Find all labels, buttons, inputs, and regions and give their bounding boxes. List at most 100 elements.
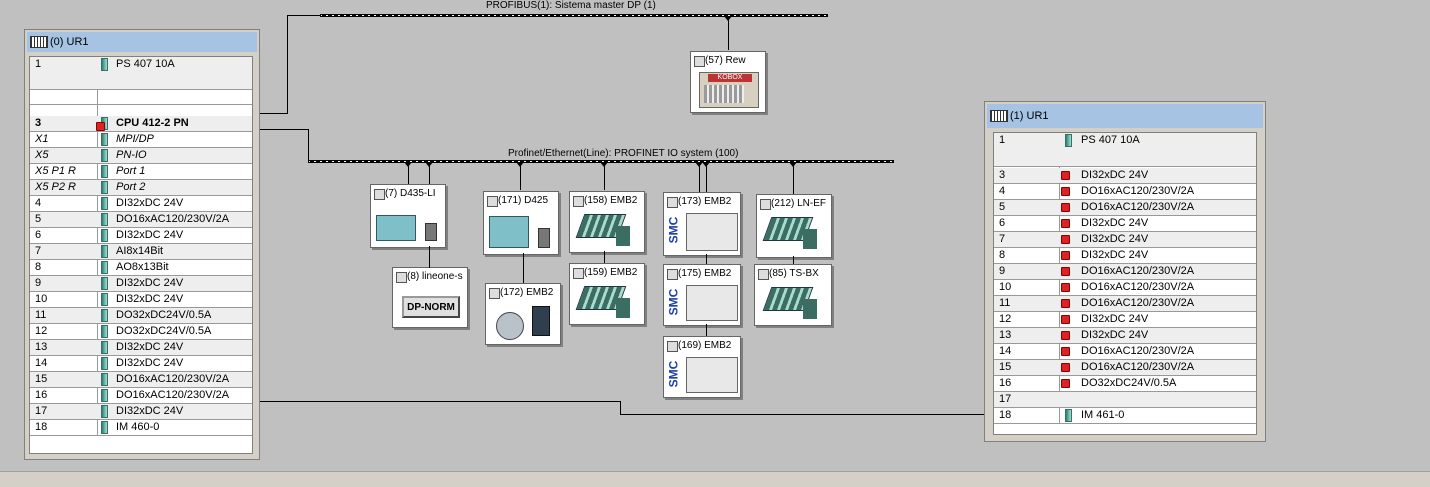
table-row[interactable]: 10 DO16xAC120/230V/2A [994, 280, 1256, 296]
rack-icon [990, 110, 1008, 122]
table-row[interactable]: 16 DO32xDC24V/0.5A [994, 376, 1256, 392]
error-icon [1061, 219, 1070, 228]
table-row[interactable]: 8 AO8x13Bit [30, 260, 252, 276]
table-row[interactable]: 16 DO16xAC120/230V/2A [30, 388, 252, 404]
error-icon [1061, 171, 1070, 180]
error-icon [1061, 363, 1070, 372]
module-icon [101, 181, 108, 194]
table-row[interactable]: X1 MPI/DP [30, 132, 252, 148]
table-row[interactable]: 12 DI32xDC 24V [994, 312, 1256, 328]
device-emb2-172[interactable]: (172) EMB2 [485, 283, 561, 345]
rack-0-titlebar[interactable]: (0) UR1 [27, 32, 257, 52]
rack-1-panel[interactable]: (1) UR1 1 PS 407 10A 3 DI32xDC 24V 4 DO1… [984, 101, 1266, 442]
rack-1-table[interactable]: 1 PS 407 10A 3 DI32xDC 24V 4 DO16xAC120/… [993, 132, 1257, 435]
station-icon [667, 197, 678, 208]
table-row[interactable]: 13 DI32xDC 24V [994, 328, 1256, 344]
module-icon [1065, 134, 1072, 147]
table-row[interactable]: 9 DO16xAC120/230V/2A [994, 264, 1256, 280]
table-row[interactable]: 6 DI32xDC 24V [30, 228, 252, 244]
station-icon [487, 196, 498, 207]
device-ln-ef[interactable]: (212) LN-EF [756, 194, 832, 258]
rack-1-titlebar[interactable]: (1) UR1 [987, 104, 1263, 128]
error-icon [1061, 267, 1070, 276]
device-d425[interactable]: (171) D425 [483, 191, 559, 255]
table-row[interactable]: 4 DI32xDC 24V [30, 196, 252, 212]
table-row[interactable]: 17 [994, 392, 1256, 408]
device-emb2-159[interactable]: (159) EMB2 [569, 263, 645, 325]
error-icon [1061, 299, 1070, 308]
table-row[interactable]: 10 DI32xDC 24V [30, 292, 252, 308]
smc-logo: SMC [666, 360, 681, 388]
table-row[interactable]: 3 CPU 412-2 PN [30, 116, 252, 132]
dp-norm-icon: DP-NORM [402, 296, 460, 318]
error-icon [1061, 203, 1070, 212]
device-emb2-158[interactable]: (158) EMB2 [569, 191, 645, 253]
table-row[interactable]: 7 DI32xDC 24V [994, 232, 1256, 248]
station-icon [667, 341, 678, 352]
table-row[interactable]: 3 DI32xDC 24V [994, 168, 1256, 184]
table-row[interactable]: 18 IM 461-0 [994, 408, 1256, 424]
station-icon [760, 199, 771, 210]
table-row[interactable]: 8 DI32xDC 24V [994, 248, 1256, 264]
valve-module-icon [686, 213, 738, 251]
module-icon [101, 149, 108, 162]
station-icon [573, 268, 584, 279]
rack-0-table[interactable]: 1 PS 407 10A 3 CPU 412-2 PN X1 MPI/DP X5… [29, 56, 253, 454]
profibus-line[interactable] [320, 14, 828, 17]
device-d435-li[interactable]: (7) D435-LI [370, 184, 446, 248]
module-icon [101, 229, 108, 242]
module-icon [101, 421, 108, 434]
table-row[interactable]: X5 PN-IO [30, 148, 252, 164]
table-row[interactable]: 6 DI32xDC 24V [994, 216, 1256, 232]
table-row[interactable]: 11 DO32xDC24V/0.5A [30, 308, 252, 324]
error-icon [96, 122, 105, 131]
device-lineone[interactable]: (8) lineone-s DP-NORM [392, 267, 468, 328]
profinet-label: Profinet/Ethernet(Line): PROFINET IO sys… [508, 148, 739, 159]
device-emb2-173[interactable]: (173) EMB2 SMC [663, 192, 741, 256]
table-row[interactable]: 14 DI32xDC 24V [30, 356, 252, 372]
table-row[interactable]: 15 DO16xAC120/230V/2A [994, 360, 1256, 376]
error-icon [1061, 379, 1070, 388]
table-row[interactable]: 1 PS 407 10A [30, 57, 252, 90]
rack-0-title: (0) UR1 [50, 36, 89, 48]
table-row[interactable]: 11 DO16xAC120/230V/2A [994, 296, 1256, 312]
module-icon [101, 357, 108, 370]
profibus-label: PROFIBUS(1): Sistema master DP (1) [486, 0, 656, 11]
module-icon [101, 165, 108, 178]
module-icon [101, 373, 108, 386]
table-row[interactable]: 1 PS 407 10A [994, 133, 1256, 167]
module-icon [101, 277, 108, 290]
table-row[interactable] [30, 90, 252, 105]
module-icon [101, 261, 108, 274]
table-row[interactable]: 18 IM 460-0 [30, 420, 252, 436]
table-row[interactable]: 15 DO16xAC120/230V/2A [30, 372, 252, 388]
table-row[interactable]: 5 DO16xAC120/230V/2A [30, 212, 252, 228]
rack-0-panel[interactable]: (0) UR1 1 PS 407 10A 3 CPU 412-2 PN X1 M… [24, 29, 260, 460]
smc-logo: SMC [666, 216, 681, 244]
module-icon [101, 58, 108, 71]
module-icon [101, 309, 108, 322]
device-emb2-175[interactable]: (175) EMB2 SMC [663, 264, 741, 326]
table-row[interactable]: X5 P1 R Port 1 [30, 164, 252, 180]
module-icon [101, 197, 108, 210]
rack-1-title: (1) UR1 [1010, 110, 1049, 122]
table-row[interactable]: 12 DO32xDC24V/0.5A [30, 324, 252, 340]
table-row[interactable]: 14 DO16xAC120/230V/2A [994, 344, 1256, 360]
kobox-module-icon: KOBOX [699, 72, 759, 108]
module-icon [1065, 409, 1072, 422]
error-icon [1061, 235, 1070, 244]
valve-module-icon [686, 285, 738, 321]
table-row[interactable]: 5 DO16xAC120/230V/2A [994, 200, 1256, 216]
table-row[interactable]: 17 DI32xDC 24V [30, 404, 252, 420]
table-row[interactable]: 4 DO16xAC120/230V/2A [994, 184, 1256, 200]
table-row[interactable]: 9 DI32xDC 24V [30, 276, 252, 292]
table-row[interactable]: 7 AI8x14Bit [30, 244, 252, 260]
table-row[interactable]: X5 P2 R Port 2 [30, 180, 252, 196]
station-icon [667, 269, 678, 280]
table-row[interactable]: 13 DI32xDC 24V [30, 340, 252, 356]
device-emb2-169[interactable]: (169) EMB2 SMC [663, 336, 741, 398]
device-rew[interactable]: (57) Rew KOBOX [690, 51, 766, 113]
profinet-line[interactable] [308, 160, 894, 163]
module-icon [101, 213, 108, 226]
device-ts-bx[interactable]: (85) TS-BX [754, 264, 832, 326]
